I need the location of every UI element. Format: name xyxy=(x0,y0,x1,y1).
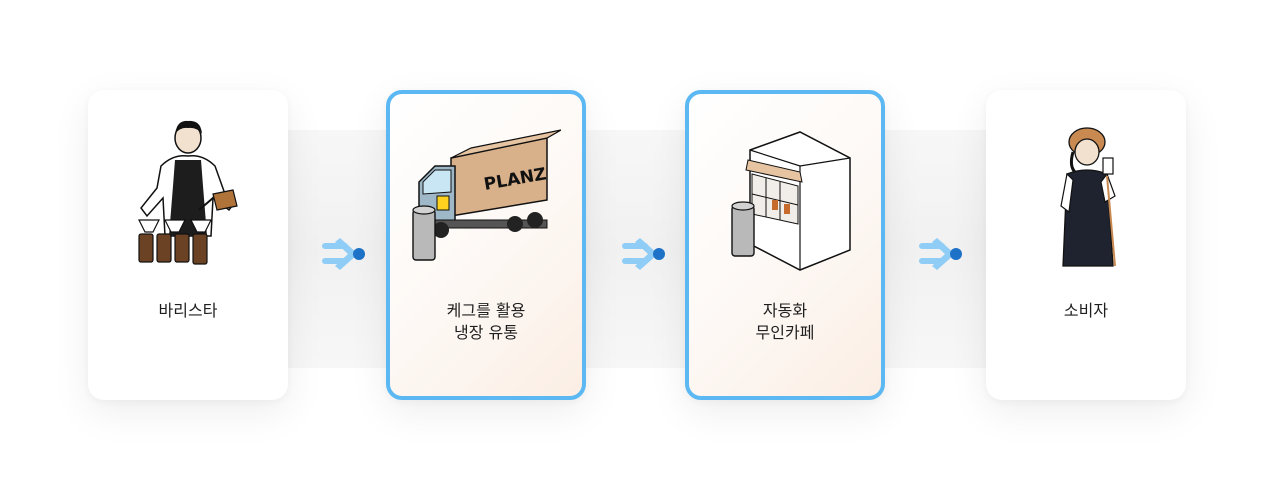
step-card-consumer: 소비자 xyxy=(986,90,1186,400)
arrow-right-icon xyxy=(322,238,365,270)
step-label: 바리스타 xyxy=(158,301,218,320)
unmanned-cafe-kiosk-icon xyxy=(731,131,851,271)
delivery-truck-icon: PLANZ xyxy=(412,129,561,261)
arrow-right-icon xyxy=(622,238,665,270)
step-label: 소비자 xyxy=(1063,301,1109,320)
step-label: 케그를 활용 냉장 유통 xyxy=(446,301,526,342)
step-label: 자동화 무인카페 xyxy=(755,301,815,342)
arrow-right-icon xyxy=(919,238,962,270)
barista-icon xyxy=(138,120,238,265)
step-card-barista: 바리스타 xyxy=(88,90,288,400)
step-card-unmanned-cafe: 자동화 무인카페 xyxy=(685,90,885,400)
step-card-keg-delivery: PLANZ 케그를 활용 냉장 유통 xyxy=(386,90,586,400)
consumer-icon xyxy=(1060,127,1116,267)
